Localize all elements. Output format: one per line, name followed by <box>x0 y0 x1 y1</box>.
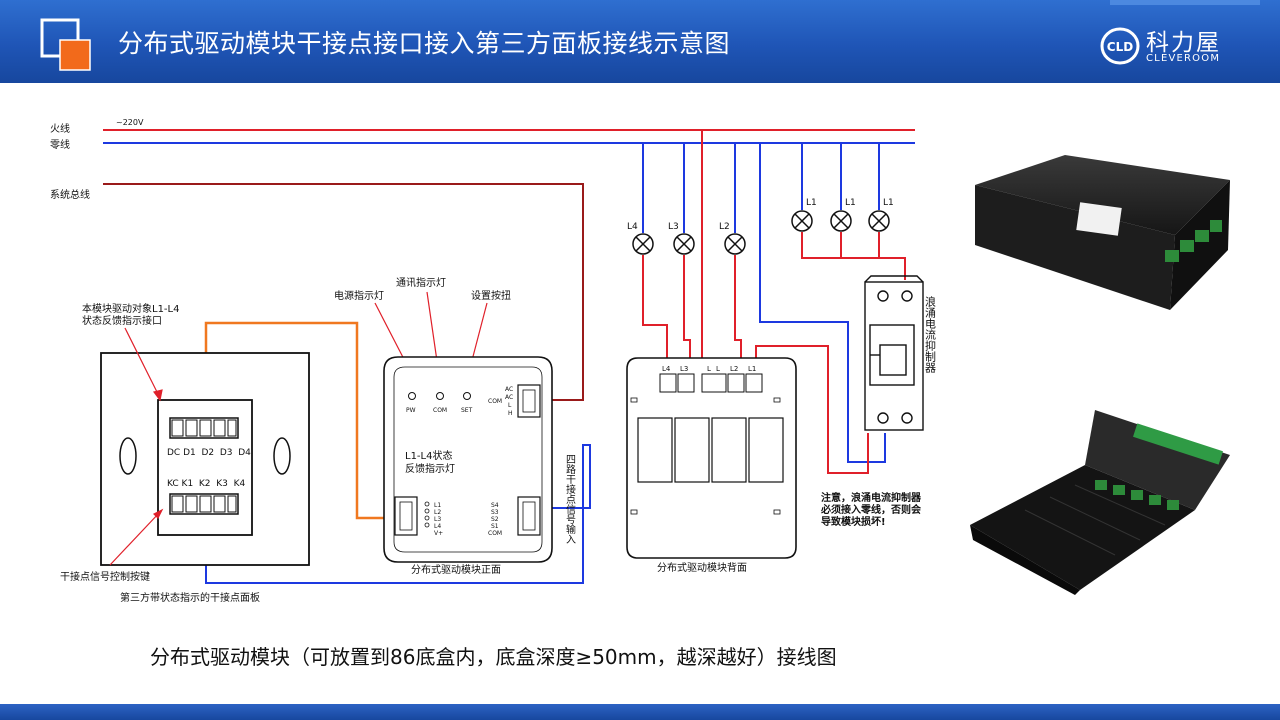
back-term-l1: L1 <box>748 365 756 373</box>
set-button-callout: 设置按扭 <box>471 289 511 302</box>
bus-wire <box>103 183 584 401</box>
slide-logo-icon <box>40 18 91 71</box>
surge-suppressor <box>864 275 924 431</box>
status-led-dots <box>424 501 430 528</box>
brand-english: CLEVEROOM <box>1146 53 1221 64</box>
footer-bar <box>0 704 1280 720</box>
led-com-label: COM <box>433 407 447 414</box>
front-left-term-l1: L1 <box>434 502 441 509</box>
front-left-term-v: V+ <box>434 530 443 537</box>
header-accent-line <box>1110 0 1260 5</box>
brand-logo: CLD 科力屋 CLEVEROOM <box>1100 25 1260 69</box>
wiring-diagram: 火线 ~220V 零线 系统总线 <box>50 118 937 604</box>
panel-bottom-terminal-labels: KC K1 K2 K3 K4 <box>167 479 246 489</box>
front-caption: 分布式驱动模块正面 <box>411 563 501 576</box>
voltage-label: ~220V <box>116 118 144 127</box>
led-set-label: SET <box>461 407 473 414</box>
panel-terminal-cells <box>171 419 237 513</box>
dry-contact-side-label: 四路干接点信号输入 <box>564 454 576 544</box>
panel-feedback-callout: 本模块驱动对象L1-L4 <box>82 302 179 315</box>
suppressor-note-line2: 必须接入零线，否则会 <box>820 503 921 516</box>
back-term-l-b: L <box>716 365 720 373</box>
bus-label: 系统总线 <box>50 188 90 201</box>
lamp-symbol <box>791 210 813 232</box>
lamp-label: L2 <box>719 222 730 232</box>
led-pw-label: PW <box>406 407 416 414</box>
bus-com-label: COM <box>488 398 502 405</box>
lamp-neutral-wires <box>205 143 886 584</box>
back-term-l4: L4 <box>662 365 671 373</box>
brand-mark-text: CLD <box>1107 40 1133 54</box>
status-leds-label: L1-L4状态 <box>405 449 452 462</box>
panel-caption: 第三方带状态指示的干接点面板 <box>120 591 260 604</box>
lamp-symbol <box>632 233 654 255</box>
front-left-term-l3: L3 <box>434 516 441 523</box>
bus-term-l: L <box>508 402 512 409</box>
power-led-callout: 电源指示灯 <box>334 289 384 302</box>
lamp-label: L4 <box>627 222 638 232</box>
com-led-callout: 通讯指示灯 <box>396 276 446 289</box>
lamp-label: L3 <box>668 222 679 232</box>
live-label: 火线 <box>50 122 70 135</box>
brand-mark-icon: CLD <box>1100 27 1140 65</box>
lamp-symbol <box>724 233 746 255</box>
status-leds-label-2: 反馈指示灯 <box>405 462 455 475</box>
front-right-term-s2: S2 <box>491 516 499 523</box>
lamp-symbol <box>830 210 852 232</box>
back-term-l-a: L <box>707 365 711 373</box>
suppressor-note-line3: 导致模块损坏! <box>821 515 886 528</box>
back-caption: 分布式驱动模块背面 <box>657 561 747 574</box>
lamp-label: L1 <box>806 198 817 208</box>
lamp-label: L1 <box>883 198 894 208</box>
panel-feedback-callout-2: 状态反馈指示接口 <box>82 314 162 327</box>
bottom-caption: 分布式驱动模块（可放置到86底盒内，底盒深度≥50mm，越深越好）接线图 <box>150 645 837 669</box>
product-photo-bottom <box>970 410 1230 595</box>
panel-button-callout: 干接点信号控制按键 <box>60 570 150 583</box>
bus-term-h: H <box>508 410 513 417</box>
front-left-term-l4: L4 <box>434 523 441 530</box>
brand-name: 科力屋 <box>1146 30 1221 56</box>
front-right-term-s1: S1 <box>491 523 499 530</box>
neutral-label: 零线 <box>50 138 70 151</box>
back-term-l3: L3 <box>680 365 688 373</box>
suppressor-label: 浪涌电流抑制器 <box>924 295 937 374</box>
suppressor-note-line1: 注意，浪涌电流抑制器 <box>821 491 922 504</box>
third-party-panel <box>100 352 310 566</box>
front-left-term-l2: L2 <box>434 509 441 516</box>
lamp-symbol <box>673 233 695 255</box>
module-back <box>626 357 797 559</box>
product-photo-top <box>975 155 1230 310</box>
front-right-term-com: COM <box>488 530 502 537</box>
bus-term-ac1: AC <box>505 386 513 393</box>
front-right-term-s3: S3 <box>491 509 499 516</box>
bus-term-ac2: AC <box>505 394 513 401</box>
page-title: 分布式驱动模块干接点接口接入第三方面板接线示意图 <box>118 29 731 58</box>
title-bar: 分布式驱动模块干接点接口接入第三方面板接线示意图 CLD 科力屋 CLEVERO… <box>0 0 1280 83</box>
panel-top-terminal-labels: DC D1 D2 D3 D4 <box>167 448 251 458</box>
feedback-wire <box>204 321 395 520</box>
lamp-symbol <box>868 210 890 232</box>
front-right-term-s4: S4 <box>491 502 499 509</box>
lamp-label: L1 <box>845 198 856 208</box>
lamp-live-wires <box>642 130 906 474</box>
back-term-l2: L2 <box>730 365 738 373</box>
